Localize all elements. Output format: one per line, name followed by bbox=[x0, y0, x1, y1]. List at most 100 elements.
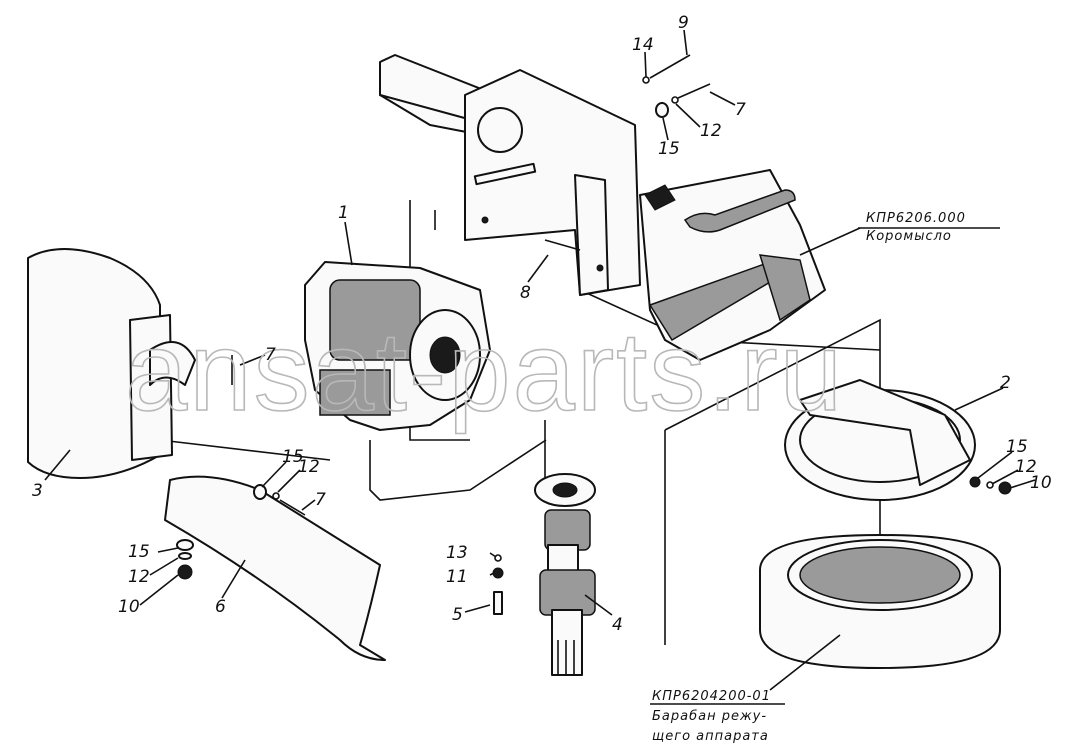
callout-15-right: 15 bbox=[1006, 437, 1028, 457]
mounting-plate-lug bbox=[574, 174, 609, 296]
nut-11 bbox=[492, 567, 504, 579]
leader-lines bbox=[44, 29, 1036, 705]
bolt-8 bbox=[544, 239, 581, 251]
callout-8: 8 bbox=[520, 283, 531, 303]
mounting-plate-bolt-hole-2 bbox=[596, 264, 604, 272]
leader-12-mid bbox=[277, 469, 301, 493]
callout-10-right: 10 bbox=[1030, 473, 1052, 493]
callout-1: 1 bbox=[338, 203, 349, 223]
leader-15-left bbox=[157, 547, 179, 553]
callout-7-top: 7 bbox=[735, 100, 746, 120]
leader-12-right bbox=[991, 469, 1019, 485]
mounting-plate-body bbox=[464, 69, 641, 296]
washer-13 bbox=[494, 554, 502, 562]
callout-4: 4 bbox=[612, 615, 623, 635]
gearbox-body-finned bbox=[329, 279, 421, 361]
leader-5 bbox=[464, 604, 491, 613]
leader-7c bbox=[301, 499, 316, 511]
washer-15-left bbox=[176, 539, 194, 551]
nut-10-right bbox=[998, 481, 1012, 495]
axis-line-lower bbox=[369, 439, 547, 501]
mounting-plate bbox=[464, 69, 641, 296]
drum-ring-part-2 bbox=[784, 379, 976, 501]
guard-part-3 bbox=[27, 248, 196, 479]
mounting-plate-slot bbox=[473, 162, 537, 186]
callout-12-mid: 12 bbox=[298, 457, 320, 477]
callout-12-left: 12 bbox=[128, 567, 150, 587]
callout-7-mid: 7 bbox=[315, 490, 326, 510]
mounting-plate-hole bbox=[477, 107, 523, 153]
fasteners bbox=[176, 54, 1012, 615]
callout-12-right: 12 bbox=[1015, 457, 1037, 477]
cardan-upper-bore bbox=[552, 482, 578, 498]
cutting-drum bbox=[759, 534, 1001, 669]
leader-2 bbox=[954, 387, 1004, 411]
mounting-plate-bolt-hole bbox=[481, 216, 489, 224]
rocker-name: Коромысло bbox=[866, 229, 952, 244]
cover-part-6 bbox=[164, 475, 386, 661]
callout-2: 2 bbox=[1000, 373, 1011, 393]
cardan-shaft-part-4 bbox=[534, 473, 596, 676]
leader-12-top bbox=[675, 103, 701, 128]
washer-12-left bbox=[178, 552, 192, 560]
washer-12-top bbox=[671, 96, 679, 104]
leader-drum bbox=[769, 634, 841, 691]
washer-14 bbox=[642, 76, 650, 84]
gearbox-shaft-bore bbox=[429, 336, 461, 374]
leader-6 bbox=[221, 559, 246, 599]
leader-7a bbox=[239, 354, 266, 366]
bolt-7-mid bbox=[279, 499, 306, 516]
rocker-spring bbox=[683, 189, 796, 233]
leader-15-mid bbox=[261, 461, 287, 488]
rocker-code: КПР6206.000 bbox=[866, 211, 966, 226]
callout-numbers: 1 2 3 4 5 6 7 7 7 8 9 10 10 11 12 12 12 … bbox=[32, 13, 1052, 635]
pin-5 bbox=[493, 591, 503, 615]
leader-14 bbox=[644, 51, 647, 78]
washer-15-mid bbox=[253, 484, 267, 500]
leader-8 bbox=[527, 254, 549, 283]
cardan-splined-end bbox=[551, 609, 583, 676]
callout-12-top: 12 bbox=[700, 121, 722, 141]
rocker-arm bbox=[758, 254, 811, 322]
axis-line-guard bbox=[159, 439, 331, 461]
bolt-7-top bbox=[677, 83, 711, 99]
callout-14: 14 bbox=[632, 35, 654, 55]
callout-5: 5 bbox=[452, 605, 463, 625]
callout-6: 6 bbox=[215, 597, 226, 617]
washer-12-right bbox=[986, 481, 994, 489]
watermark: ansat-parts.ru bbox=[125, 309, 844, 434]
callout-10-left: 10 bbox=[118, 597, 140, 617]
leader-15-top bbox=[662, 117, 669, 141]
drum-code: КПР6204200-01 bbox=[652, 689, 771, 704]
gearbox-base bbox=[319, 369, 391, 416]
drum-rim bbox=[799, 546, 961, 604]
washer-15-right bbox=[969, 476, 981, 488]
washer-15-top bbox=[655, 102, 669, 118]
callout-7-left: 7 bbox=[265, 345, 276, 365]
drum-bracket bbox=[799, 379, 971, 486]
callout-9: 9 bbox=[678, 13, 689, 33]
callout-15-mid: 15 bbox=[282, 447, 304, 467]
drum-name-line1: Барабан режу- bbox=[652, 709, 767, 724]
washer-12-mid bbox=[272, 492, 280, 500]
leader-3 bbox=[44, 449, 71, 481]
leader-12-left bbox=[149, 557, 179, 576]
cardan-cross-lower bbox=[539, 569, 596, 616]
callout-13: 13 bbox=[446, 543, 468, 563]
rocker-hook bbox=[644, 184, 676, 211]
leader-7b bbox=[709, 91, 736, 106]
reference-captions: КПР6206.000 Коромысло КПР6204200-01 Бара… bbox=[652, 211, 966, 744]
leader-15-right bbox=[977, 451, 1013, 479]
callout-11: 11 bbox=[446, 567, 468, 587]
leader-4 bbox=[584, 594, 613, 616]
leader-13 bbox=[489, 552, 497, 558]
rocker-assembly bbox=[639, 169, 826, 361]
cover-strip bbox=[164, 475, 386, 661]
bolt-9 bbox=[649, 54, 691, 79]
callout-3: 3 bbox=[32, 481, 43, 501]
guard-bracket bbox=[149, 341, 196, 386]
leader-11 bbox=[489, 572, 495, 576]
leader-10a bbox=[139, 574, 179, 606]
